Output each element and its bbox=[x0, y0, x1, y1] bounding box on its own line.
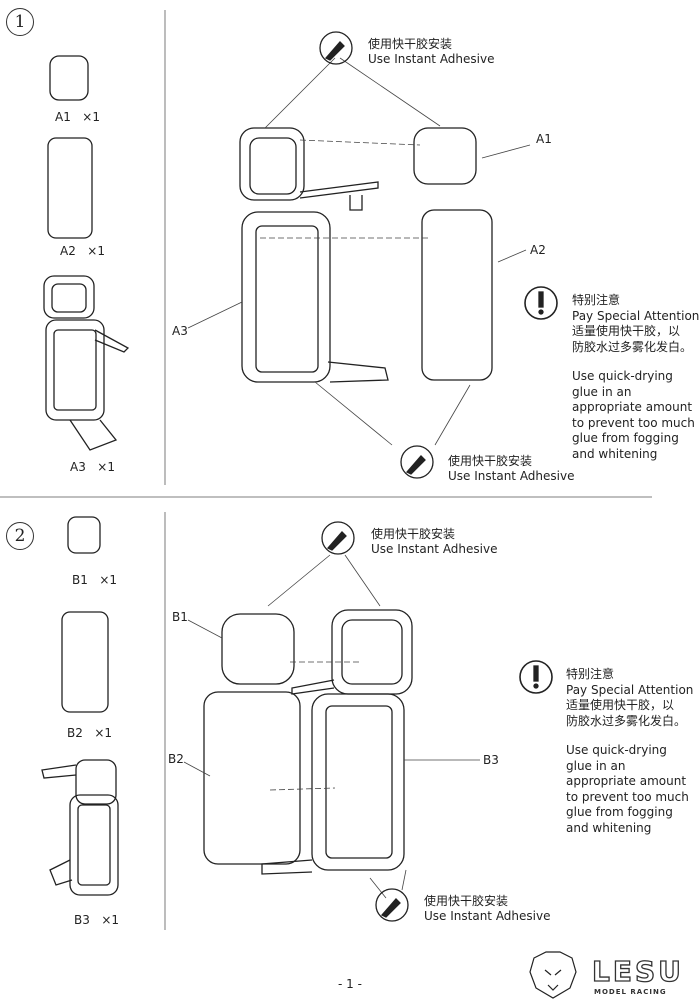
glue-icon bbox=[400, 445, 434, 479]
part-id: B1 bbox=[72, 573, 88, 587]
part-label: A2 ×1 bbox=[60, 244, 105, 258]
attention-body-en: Use quick-drying bbox=[566, 743, 667, 757]
attention-title-cn: 特别注意 bbox=[566, 667, 615, 681]
part-qty: ×1 bbox=[97, 460, 115, 474]
part-a2-drawing bbox=[47, 137, 93, 239]
callout-label: B2 bbox=[168, 752, 184, 766]
callout-label: A1 bbox=[536, 132, 552, 146]
part-b3-drawing bbox=[41, 759, 119, 896]
part-qty: ×1 bbox=[87, 244, 105, 258]
part-label: B1 ×1 bbox=[72, 573, 117, 587]
attention-body-cn: 防胶水过多雾化发白。 bbox=[572, 339, 693, 354]
glue-icon bbox=[375, 888, 409, 922]
part-a2-placed-drawing bbox=[421, 209, 493, 381]
part-qty: ×1 bbox=[94, 726, 113, 740]
glue-note-en: Use Instant Adhesive bbox=[368, 52, 495, 66]
attention-title-cn: 特别注意 bbox=[572, 293, 621, 307]
part-id: A2 bbox=[60, 244, 76, 258]
brand-tagline: MODEL RACING bbox=[594, 988, 667, 996]
attention-body-en: and whitening bbox=[572, 446, 658, 461]
attention-body-cn: 防胶水过多雾化发白。 bbox=[566, 713, 687, 728]
attention-title-en: Pay Special Attention bbox=[566, 682, 694, 697]
attention-body-en: and whitening bbox=[566, 820, 652, 835]
attention-body-en: appropriate amount bbox=[572, 400, 693, 414]
brand-logo-text: LESU bbox=[591, 954, 684, 988]
attention-body-cn: 适量使用快干胶，以 bbox=[566, 698, 675, 712]
part-qty: ×1 bbox=[82, 110, 100, 124]
part-b2-drawing bbox=[61, 611, 109, 713]
callout-label: B3 bbox=[483, 753, 499, 767]
attention-body-cn: 适量使用快干胶，以 bbox=[572, 324, 681, 338]
attention-body-en: glue in an bbox=[566, 758, 626, 773]
part-b1-placed-drawing bbox=[221, 613, 295, 685]
part-label: A3 ×1 bbox=[70, 460, 115, 474]
glue-note-cn: 使用快干胶安装 bbox=[368, 37, 453, 51]
attention-title-en: Pay Special Attention bbox=[572, 308, 700, 323]
part-a1-drawing bbox=[49, 55, 89, 101]
part-b1-drawing bbox=[67, 516, 101, 554]
attention-note: 特别注意 Pay Special Attention 适量使用快干胶，以 防胶水… bbox=[572, 293, 700, 462]
attention-body-en: glue in an bbox=[572, 384, 632, 399]
attention-body-en: appropriate amount bbox=[566, 774, 687, 788]
attention-body-en: Use quick-drying bbox=[572, 369, 673, 383]
glue-icon bbox=[321, 521, 355, 555]
part-qty: ×1 bbox=[99, 573, 118, 587]
page-number: - 1 - bbox=[338, 977, 362, 991]
part-b3-assembled-drawing bbox=[261, 609, 413, 875]
part-a3-drawing bbox=[43, 275, 130, 451]
part-id: B2 bbox=[67, 726, 83, 740]
part-qty: ×1 bbox=[101, 913, 120, 927]
lion-logo-icon bbox=[529, 951, 577, 999]
part-label: B3 ×1 bbox=[74, 913, 119, 927]
part-b2-placed-drawing bbox=[203, 691, 301, 865]
glue-note-cn: 使用快干胶安装 bbox=[424, 894, 509, 908]
part-a3-assembled-drawing bbox=[239, 127, 389, 383]
callout-label: A2 bbox=[530, 243, 546, 257]
step-number: 2 bbox=[6, 522, 34, 550]
part-id: A1 bbox=[55, 110, 71, 124]
callout-label: B1 bbox=[172, 610, 188, 624]
exclamation-icon bbox=[524, 286, 558, 320]
glue-note-en: Use Instant Adhesive bbox=[448, 469, 575, 483]
exclamation-icon bbox=[519, 660, 553, 694]
callout-label: A3 bbox=[172, 324, 188, 338]
glue-note-cn: 使用快干胶安装 bbox=[371, 527, 456, 541]
attention-body-en: to prevent too much bbox=[566, 789, 689, 804]
attention-body-en: glue from fogging bbox=[566, 805, 673, 819]
attention-note: 特别注意 Pay Special Attention 适量使用快干胶，以 防胶水… bbox=[566, 667, 700, 836]
glue-note-cn: 使用快干胶安装 bbox=[448, 454, 533, 468]
attention-body-en: glue from fogging bbox=[572, 431, 679, 445]
part-label: A1 ×1 bbox=[55, 110, 100, 124]
part-id: B3 bbox=[74, 913, 90, 927]
attention-body-en: to prevent too much bbox=[572, 415, 695, 430]
part-id: A3 bbox=[70, 460, 86, 474]
glue-note-en: Use Instant Adhesive bbox=[371, 542, 498, 556]
part-label: B2 ×1 bbox=[67, 726, 112, 740]
glue-note-en: Use Instant Adhesive bbox=[424, 909, 551, 923]
glue-icon bbox=[319, 31, 353, 65]
step-number: 1 bbox=[6, 8, 34, 36]
part-a1-placed-drawing bbox=[413, 127, 477, 185]
